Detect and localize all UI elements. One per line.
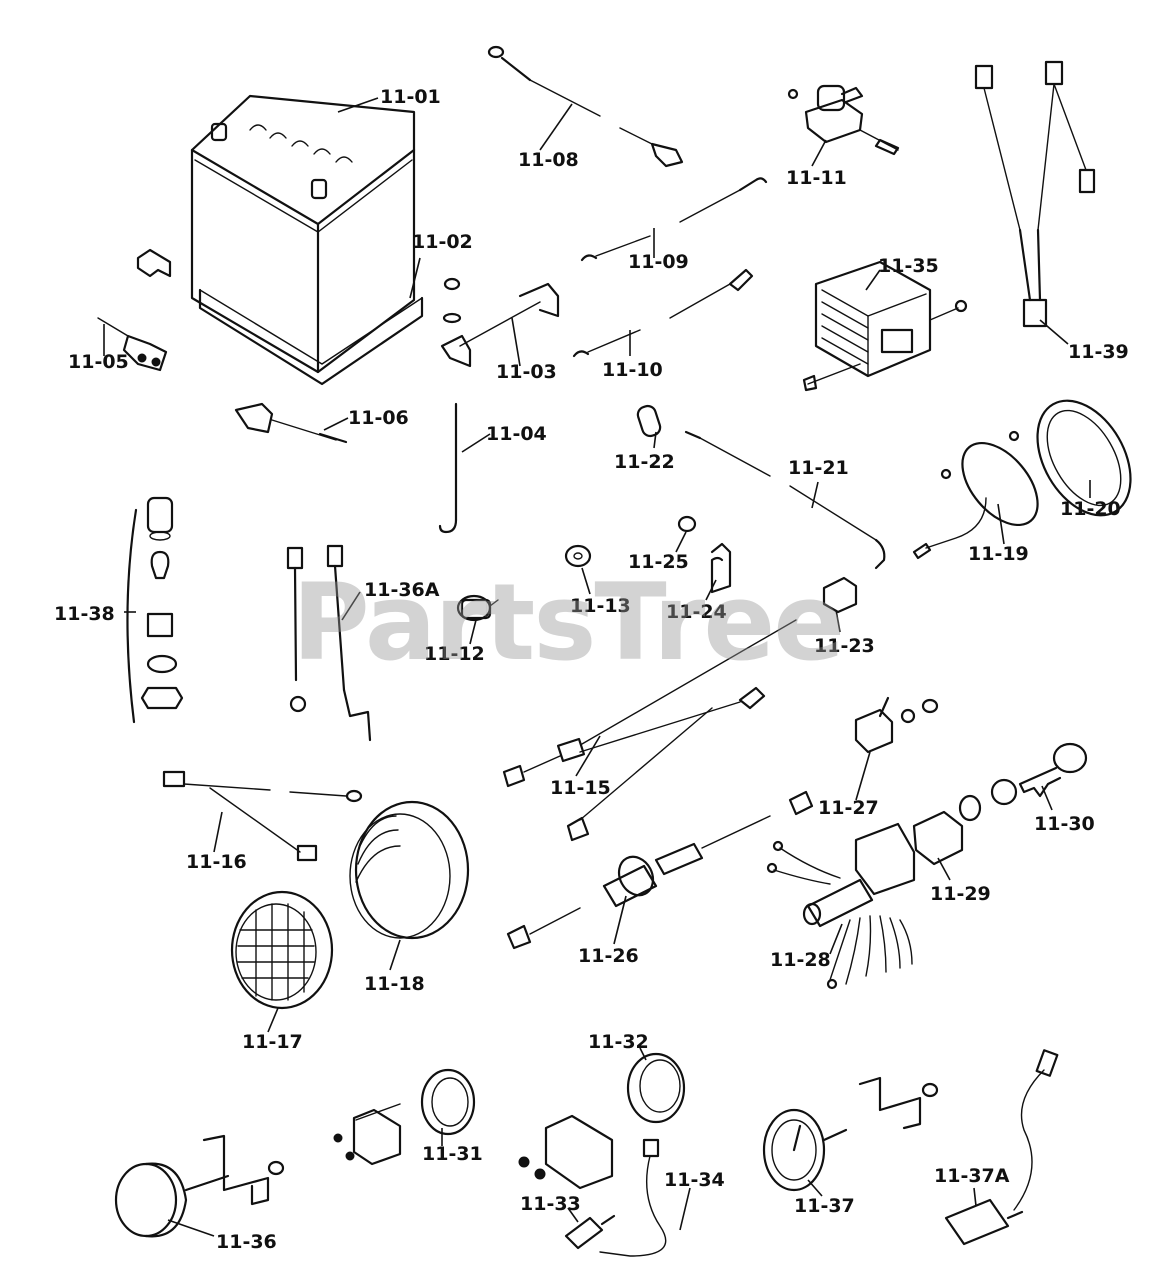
callout-11-12[interactable]: 11-12 (424, 643, 485, 665)
cable-11-09[interactable] (580, 177, 768, 262)
callout-11-19[interactable]: 11-19 (968, 543, 1029, 565)
callout-11-16[interactable]: 11-16 (186, 851, 247, 873)
callout-11-36a[interactable]: 11-36A (364, 579, 440, 601)
callout-11-27[interactable]: 11-27 (818, 797, 879, 819)
callout-11-24[interactable]: 11-24 (666, 601, 727, 623)
washer-11-13[interactable] (564, 544, 592, 568)
headlight-bezel-11-18[interactable] (349, 800, 470, 940)
callout-11-25[interactable]: 11-25 (628, 551, 689, 573)
callout-11-01[interactable]: 11-01 (380, 86, 441, 108)
callout-11-23[interactable]: 11-23 (814, 635, 875, 657)
callout-11-39[interactable]: 11-39 (1068, 341, 1129, 363)
cable-11-21[interactable] (684, 430, 886, 570)
wire-11-36a[interactable] (286, 544, 372, 742)
cable-11-10[interactable] (572, 268, 754, 358)
wire-11-34[interactable] (599, 1155, 667, 1257)
callout-11-32[interactable]: 11-32 (588, 1031, 649, 1053)
cable-11-26[interactable] (506, 790, 814, 950)
sender-11-33[interactable] (564, 1214, 616, 1250)
gauge-11-37[interactable] (762, 1076, 939, 1192)
callout-11-08[interactable]: 11-08 (518, 149, 579, 171)
indicator-lamp-11-38[interactable] (126, 496, 184, 724)
callout-11-36[interactable]: 11-36 (216, 1231, 277, 1253)
tail-lamp-11-19[interactable] (912, 429, 1052, 560)
callout-11-15[interactable]: 11-15 (550, 777, 611, 799)
terminal-bolt-11-05[interactable] (97, 317, 168, 372)
callout-11-20[interactable]: 11-20 (1060, 498, 1121, 520)
switch-11-12[interactable] (456, 594, 499, 622)
clip-11-24[interactable] (710, 542, 732, 594)
callout-11-33[interactable]: 11-33 (520, 1193, 581, 1215)
callout-11-18[interactable]: 11-18 (364, 973, 425, 995)
callout-11-13[interactable]: 11-13 (570, 595, 631, 617)
callout-11-30[interactable]: 11-30 (1034, 813, 1095, 835)
callout-11-11[interactable]: 11-11 (786, 167, 847, 189)
battery-cable-11-08[interactable] (487, 45, 684, 168)
gauge-11-32[interactable] (518, 1052, 686, 1190)
callout-11-09[interactable]: 11-09 (628, 251, 689, 273)
callout-11-31[interactable]: 11-31 (422, 1143, 483, 1165)
wire-harness-11-28[interactable] (766, 840, 913, 990)
gauge-11-31[interactable] (333, 1068, 476, 1166)
wire-harness-11-39[interactable] (974, 60, 1096, 328)
callout-11-38[interactable]: 11-38 (54, 603, 115, 625)
callout-11-34[interactable]: 11-34 (664, 1169, 725, 1191)
callout-11-22[interactable]: 11-22 (614, 451, 675, 473)
wire-harness-11-15[interactable] (502, 619, 797, 842)
starter-solenoid[interactable] (787, 84, 900, 156)
callout-11-06[interactable]: 11-06 (348, 407, 409, 429)
callout-11-28[interactable]: 11-28 (770, 949, 831, 971)
sender-11-37a[interactable] (944, 1049, 1059, 1246)
spacer-11-22[interactable] (636, 404, 662, 438)
leader-lines (103, 97, 1091, 1237)
callout-11-05[interactable]: 11-05 (68, 351, 129, 373)
connector-11-23[interactable] (822, 576, 858, 614)
hold-down-rod[interactable] (438, 402, 458, 534)
callout-11-37[interactable]: 11-37 (794, 1195, 855, 1217)
grommet-11-25[interactable] (677, 515, 697, 533)
callout-11-02[interactable]: 11-02 (412, 231, 473, 253)
hold-down-clip[interactable] (136, 248, 172, 278)
cable-11-16[interactable] (162, 770, 363, 862)
headlamp-11-17[interactable] (230, 890, 334, 1010)
gauge-11-36[interactable] (114, 1134, 285, 1238)
hold-down-bracket[interactable] (440, 277, 560, 368)
callout-11-29[interactable]: 11-29 (930, 883, 991, 905)
callout-11-10[interactable]: 11-10 (602, 359, 663, 381)
callout-11-04[interactable]: 11-04 (486, 423, 547, 445)
callout-11-37a[interactable]: 11-37A (934, 1165, 1010, 1187)
toggle-switch-11-27[interactable] (854, 696, 939, 754)
callout-11-03[interactable]: 11-03 (496, 361, 557, 383)
voltage-regulator[interactable] (802, 260, 968, 392)
callout-labels: 11-01 11-02 11-03 11-04 11-05 11-06 11-0… (54, 86, 1129, 1253)
ignition-key-11-30[interactable] (1018, 742, 1088, 798)
callout-11-21[interactable]: 11-21 (788, 457, 849, 479)
callout-11-26[interactable]: 11-26 (578, 945, 639, 967)
ignition-switch-11-29[interactable] (854, 778, 1018, 896)
callout-11-17[interactable]: 11-17 (242, 1031, 303, 1053)
callout-11-35[interactable]: 11-35 (878, 255, 939, 277)
battery[interactable] (190, 94, 424, 386)
terminal-11-06[interactable] (234, 402, 348, 444)
tail-lamp-lens-11-20[interactable] (1018, 384, 1149, 531)
